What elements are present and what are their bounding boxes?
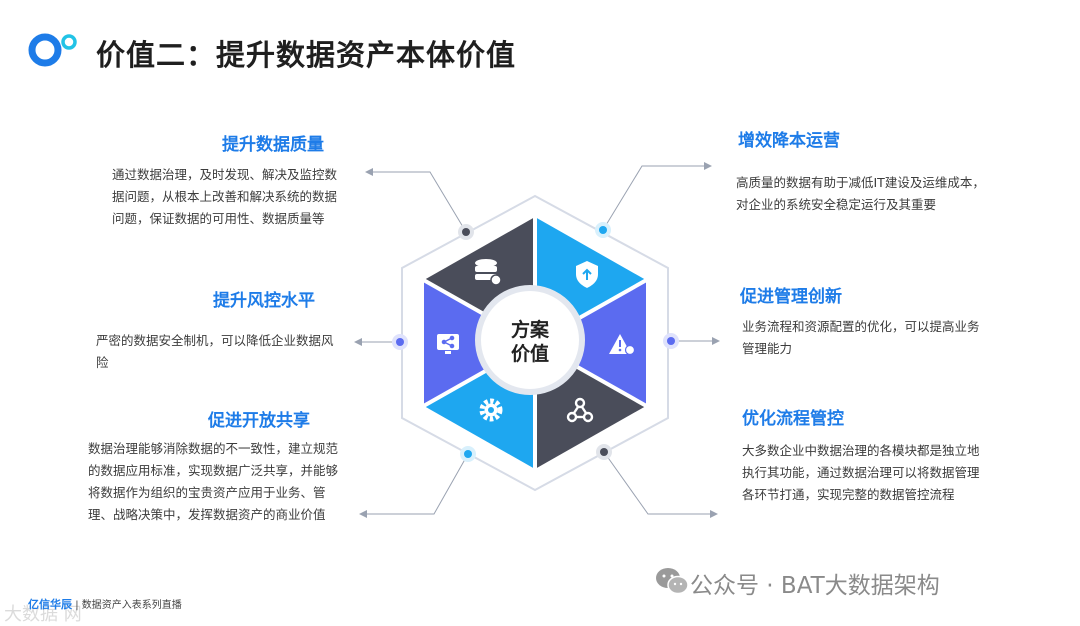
share-screen-icon <box>437 334 459 354</box>
quality-title: 提升数据质量 <box>222 135 324 155</box>
sharing-title: 促进开放共享 <box>208 411 310 431</box>
watermark-text: 公众号 · BAT大数据架构 <box>690 573 940 599</box>
shield-upload-icon <box>576 261 598 288</box>
center-label-line2: 价值 <box>510 343 549 365</box>
network-icon <box>566 397 594 423</box>
wechat-icon <box>656 568 689 595</box>
risk-control-body: 严密的数据安全制机，可以降低企业数据风险 <box>96 333 334 370</box>
sharing-body: 数据治理能够消除数据的不一致性，建立规范的数据应用标准，实现数据广泛共享，并能够… <box>88 441 339 522</box>
footer-watermark: 大数据 网 <box>4 604 82 625</box>
page-title: 价值二：提升数据资产本体价值 <box>96 38 517 72</box>
hexagon-frame <box>401 194 669 492</box>
footer-text: | 数据资产入表系列直播 <box>75 600 182 611</box>
brand-logo-icon <box>28 33 77 67</box>
center-label-line1: 方案 <box>510 319 549 341</box>
database-icon <box>475 259 502 286</box>
innovation-title: 促进管理创新 <box>740 287 842 307</box>
process-control-title: 优化流程管控 <box>742 409 844 429</box>
segment-right <box>535 280 646 406</box>
innovation-body: 业务流程和资源配置的优化，可以提高业务管理能力 <box>742 319 980 356</box>
cost-efficiency-body: 高质量的数据有助于减低IT建设及运维成本，对企业的系统安全稳定运行及其重要 <box>736 175 985 212</box>
gear-icon <box>479 398 503 422</box>
center-circle <box>475 285 585 395</box>
center-label: 方案 价值 <box>490 318 570 366</box>
connector-dots <box>392 222 679 462</box>
risk-control-title: 提升风控水平 <box>213 291 315 311</box>
process-control-body: 大多数企业中数据治理的各模块都是独立地执行其功能，通过数据治理可以将数据管理各环… <box>742 443 980 502</box>
quality-body: 通过数据治理，及时发现、解决及监控数据问题，从根本上改善和解决系统的数据问题，保… <box>112 167 338 226</box>
cost-efficiency-title: 增效降本运营 <box>738 131 840 151</box>
footer-brand: 亿信华辰 <box>28 598 72 611</box>
footer: 亿信华辰 | 数据资产入表系列直播 <box>28 596 182 612</box>
warning-icon <box>609 334 636 356</box>
